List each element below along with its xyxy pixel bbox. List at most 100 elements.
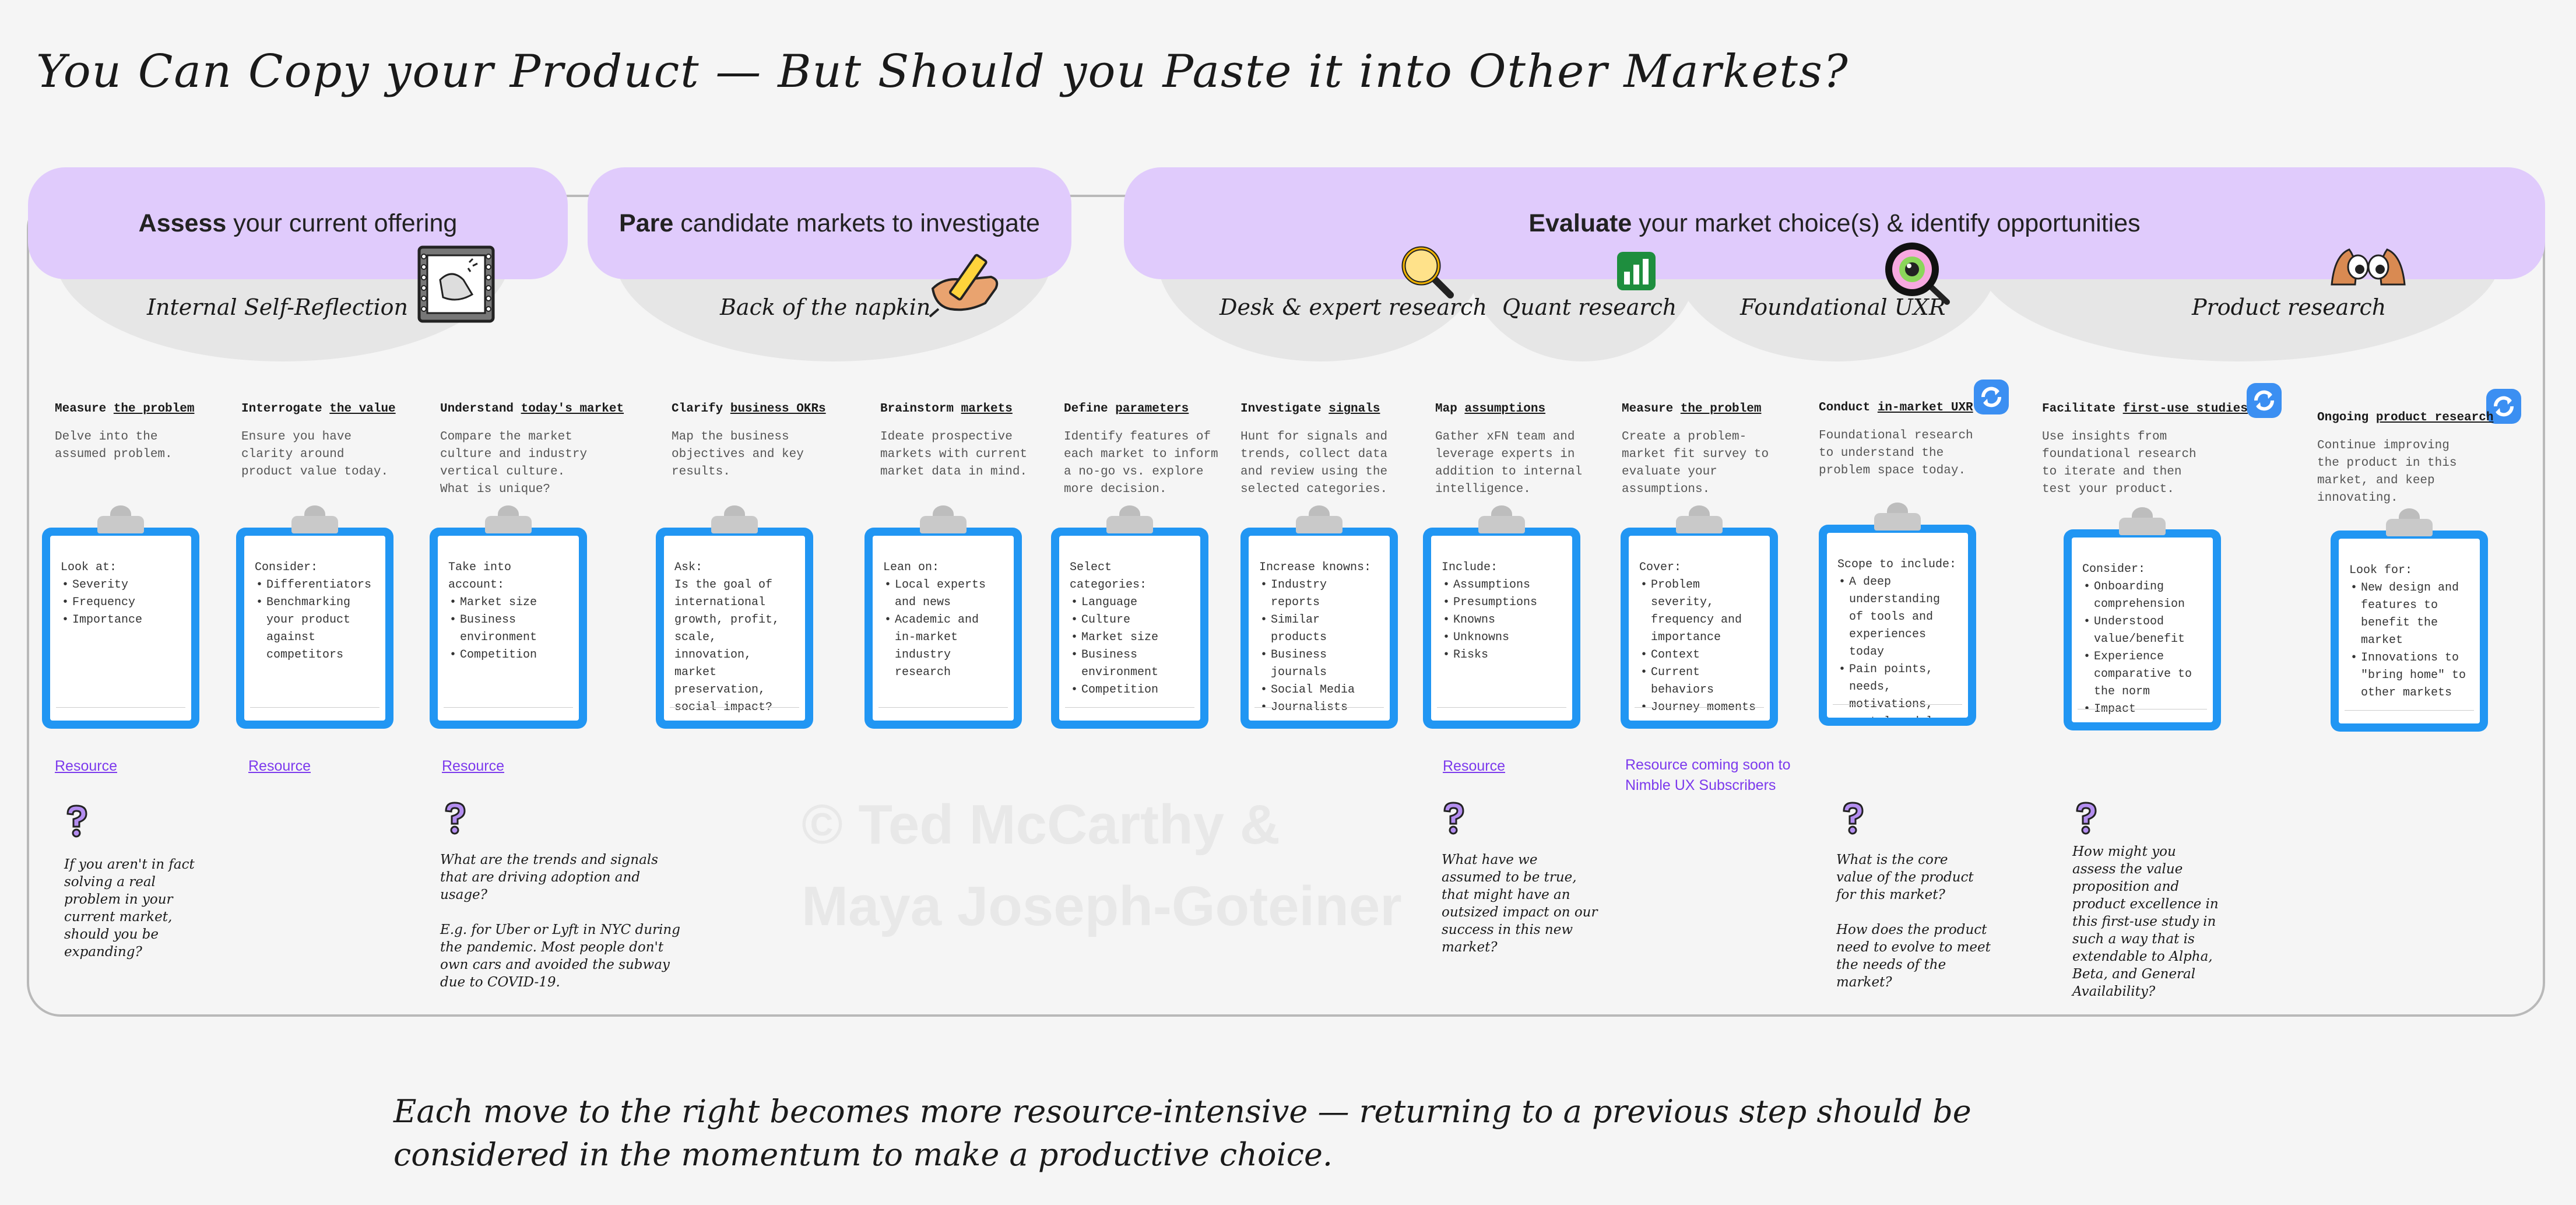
clipboard-clasp bbox=[485, 505, 532, 536]
clipboard-paper: Scope to include:A deep understanding of… bbox=[1827, 533, 1968, 718]
paper-line bbox=[250, 707, 379, 708]
clasp-plate bbox=[2386, 519, 2433, 536]
clipboard-heading: Look for: bbox=[2349, 564, 2413, 577]
clipboard-item: Business environment bbox=[449, 612, 572, 647]
clasp-plate bbox=[1106, 516, 1153, 533]
clipboard-heading: Cover: bbox=[1639, 561, 1682, 574]
clipboard-clasp bbox=[1296, 505, 1343, 536]
page-title: You Can Copy your Product — But Should y… bbox=[36, 45, 1849, 98]
clipboard: Lean on:Local experts and newsAcademic a… bbox=[864, 505, 1022, 729]
sublabel-internal-self-reflection: Internal Self-Reflection bbox=[147, 294, 408, 320]
resource-link[interactable]: Resource bbox=[442, 758, 504, 774]
clipboard-item: Presumptions bbox=[1443, 594, 1565, 612]
clipboard-list: Market sizeBusiness environmentCompetiti… bbox=[448, 594, 572, 664]
bar-chart-icon bbox=[1616, 251, 1657, 291]
clipboard-item: Onboarding comprehension bbox=[2083, 578, 2206, 613]
clipboard-item: Assumptions bbox=[1443, 577, 1565, 594]
step-heading: Clarify business OKRs bbox=[672, 402, 870, 416]
clasp-plate bbox=[1478, 516, 1525, 533]
step-description: Hunt for signals and trends, collect dat… bbox=[1240, 430, 1388, 496]
clasp-plate bbox=[1676, 516, 1723, 533]
phase-verb: Pare bbox=[619, 209, 674, 237]
clasp-plate bbox=[920, 516, 967, 533]
sublabel-quant-research: Quant research bbox=[1502, 294, 1677, 320]
paper-line bbox=[1635, 707, 1764, 708]
phase-rest: candidate markets to investigate bbox=[680, 209, 1040, 237]
clipboard-list: DifferentiatorsBenchmarking your product… bbox=[255, 577, 378, 664]
question-mark-icon bbox=[1440, 800, 1467, 835]
paper-line bbox=[670, 707, 799, 708]
step-description: Use insights from foundational research … bbox=[2042, 430, 2197, 496]
clipboard-clasp bbox=[1874, 503, 1921, 533]
clipboard-item: Academic and in-market industry research bbox=[884, 612, 1007, 681]
clipboard-clasp bbox=[291, 505, 338, 536]
clipboard-clasp bbox=[97, 505, 144, 536]
clipboard-item: Market size bbox=[1071, 629, 1193, 647]
resource-link[interactable]: Resource bbox=[248, 758, 311, 774]
copyright-watermark: © Ted McCarthy & Maya Joseph-Goteiner bbox=[802, 793, 1402, 937]
guiding-question: What have we assumed to be true, that mi… bbox=[1442, 852, 1598, 955]
paper-line bbox=[56, 707, 185, 708]
clipboard-heading: Increase knowns: bbox=[1259, 561, 1372, 574]
step-verb: Facilitate bbox=[2042, 402, 2123, 416]
clipboard-item: Problem severity, frequency and importan… bbox=[1640, 577, 1763, 647]
step-description: Delve into the assumed problem. bbox=[55, 430, 173, 461]
resource-coming-soon-note: Resource coming soon to Nimble UX Subscr… bbox=[1625, 757, 1791, 793]
step-description: Ideate prospective markets with current … bbox=[880, 430, 1028, 479]
clipboard: Scope to include:A deep understanding of… bbox=[1819, 503, 1976, 726]
clipboard-item: Language bbox=[1071, 594, 1193, 612]
step-object: today's market bbox=[521, 402, 624, 416]
clipboard-item: Business environment bbox=[1071, 647, 1193, 681]
clipboard-clasp bbox=[2386, 508, 2433, 539]
peeking-eyes-icon bbox=[2329, 244, 2408, 290]
clipboard-paper: Consider:DifferentiatorsBenchmarking you… bbox=[244, 536, 385, 721]
step-verb: Conduct bbox=[1819, 401, 1878, 414]
clipboard-paper: Take into account:Market sizeBusiness en… bbox=[438, 536, 579, 721]
step-heading: Interrogate the value bbox=[241, 402, 440, 416]
step-verb: Ongoing bbox=[2317, 411, 2376, 424]
clipboard-paper: Increase knowns:Industry reportsSimilar … bbox=[1249, 536, 1390, 721]
step-heading: Map assumptions bbox=[1435, 402, 1633, 416]
step-heading: Ongoing product research bbox=[2317, 411, 2515, 424]
clipboard: Ask:Is the goal of international growth,… bbox=[656, 505, 813, 729]
clipboard-item: Experience comparative to the norm bbox=[2083, 648, 2206, 701]
paper-line bbox=[2345, 710, 2474, 711]
clipboard-item: Benchmarking your product against compet… bbox=[256, 594, 378, 664]
clasp-plate bbox=[711, 516, 758, 533]
resource-link[interactable]: Resource bbox=[55, 758, 117, 774]
clipboard: Take into account:Market sizeBusiness en… bbox=[430, 505, 587, 729]
clipboard-item: Pain points, needs, motivations, mental … bbox=[1839, 661, 1961, 718]
step-description: Gather xFN team and leverage experts in … bbox=[1435, 430, 1583, 496]
question-mark-icon bbox=[441, 800, 468, 835]
step-verb: Measure bbox=[55, 402, 114, 416]
pencil-hand-icon bbox=[927, 254, 1003, 318]
sublabel-product-research: Product research bbox=[2192, 294, 2387, 320]
step-verb: Clarify bbox=[672, 402, 730, 416]
step-object: the value bbox=[329, 402, 396, 416]
clipboard-item: Social Media bbox=[1260, 681, 1383, 699]
clipboard-clasp bbox=[920, 505, 967, 536]
step-description: Create a problem- market fit survey to e… bbox=[1622, 430, 1769, 496]
clasp-plate bbox=[97, 516, 144, 533]
step-verb: Interrogate bbox=[241, 402, 330, 416]
step-description: Compare the market culture and industry … bbox=[440, 430, 588, 496]
clipboard-item: Competition bbox=[1071, 681, 1193, 699]
resource-link[interactable]: Resource bbox=[1443, 758, 1505, 774]
step-heading: Conduct in-market UXR bbox=[1819, 401, 2017, 414]
step-description: Ensure you have clarity around product v… bbox=[241, 430, 389, 479]
step-verb: Map bbox=[1435, 402, 1465, 416]
step-heading: Define parameters bbox=[1064, 402, 1262, 416]
clipboard-item: Context bbox=[1640, 647, 1763, 664]
clipboard-clasp bbox=[711, 505, 758, 536]
clipboard-heading: Look at: bbox=[61, 561, 117, 574]
clipboard: Look for:New design and features to bene… bbox=[2331, 508, 2488, 732]
clipboard-item: Impact bbox=[2083, 701, 2206, 718]
clipboard-list: Onboarding comprehensionUnderstood value… bbox=[2082, 578, 2206, 718]
step-heading: Measure the problem bbox=[55, 402, 253, 416]
footer-note: Each move to the right becomes more reso… bbox=[393, 1093, 1971, 1173]
clipboard-item: Frequency bbox=[62, 594, 184, 612]
clipboard-clasp bbox=[1106, 505, 1153, 536]
refresh-cycle-icon bbox=[1973, 379, 2009, 415]
